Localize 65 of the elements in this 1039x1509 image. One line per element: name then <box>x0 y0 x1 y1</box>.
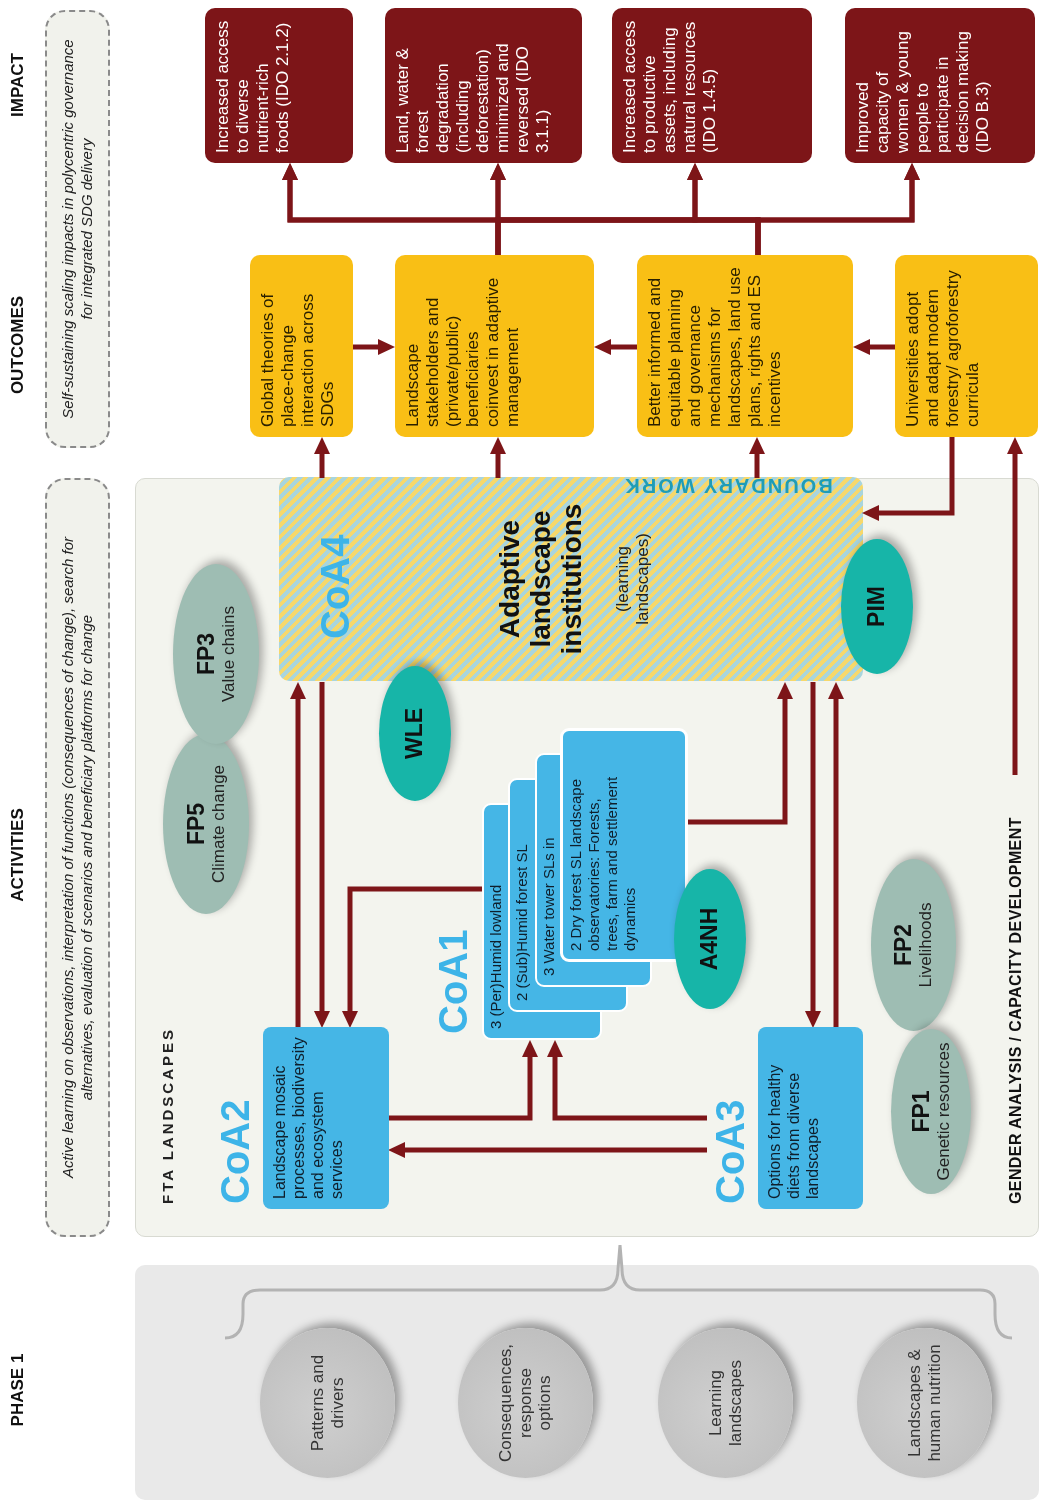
arrow <box>490 437 506 478</box>
outcome-box: Better informed and equitable planning and governance mechanisms for landscapes, land use plans, rights and ES incentives <box>637 255 853 437</box>
note-box: Active learning on observations, interpretation of functions (consequences of change), search for alternatives, evaluation of scenarios and beneficiary platforms for change <box>45 478 110 1237</box>
program-ellipse <box>674 869 746 1009</box>
arrow <box>594 339 637 355</box>
arrow <box>314 437 330 478</box>
column-heading: ACTIVITIES <box>8 808 28 902</box>
box-subtitle: (learning landscapes) <box>613 532 653 627</box>
arrow <box>547 1040 707 1121</box>
program-name: Genetic resources <box>933 1042 954 1181</box>
impact-box: Improved capacity of women & young people to participate in decision making (IDO B.3) <box>845 8 1035 163</box>
program-code: WLE <box>402 707 428 760</box>
arrow <box>749 437 765 478</box>
boundary-label: BOUNDARY WORK <box>623 476 833 496</box>
program-code: FP3 <box>193 632 219 676</box>
program-code: PIM <box>864 586 890 627</box>
program-ellipse <box>891 1029 971 1194</box>
arrow <box>828 682 844 1028</box>
coa-heading: CoA4 <box>313 534 358 639</box>
column-heading: PHASE 1 <box>8 1353 28 1427</box>
arrow <box>1007 437 1023 775</box>
panel-heading: FTA LANDSCAPES <box>159 1027 176 1204</box>
program-name: Livelihoods <box>916 902 936 988</box>
column-heading: OUTCOMES <box>8 295 28 395</box>
card-title: 3 (Per)Humid lowland <box>483 804 509 1039</box>
arrow <box>755 163 920 255</box>
coa-heading: CoA1 <box>431 929 475 1034</box>
hatched-box <box>279 477 863 681</box>
program-ellipse <box>379 666 451 801</box>
program-ellipse <box>871 859 956 1031</box>
program-name: Value chains <box>218 605 239 703</box>
outcome-box: Global theories of place-change interaction across SDGs <box>250 255 353 437</box>
card-title: 3 Water tower SLs in <box>536 754 561 986</box>
arrow <box>314 682 330 1028</box>
coa-heading: CoA3 <box>708 1099 752 1204</box>
card-title: 2 (Sub)Humid forest SL <box>509 779 536 1011</box>
column-heading: IMPACT <box>8 53 28 117</box>
arrow <box>353 339 395 355</box>
arrow <box>290 682 306 1028</box>
impact-box: Increased access to diverse nutrient-rich foods (IDO 2.1.2) <box>205 8 353 163</box>
activity-box: Landscape mosaic processes, biodiversity and ecosystem services <box>263 1027 389 1209</box>
program-ellipse <box>841 539 913 674</box>
cross-cutting-label: GENDER ANALYSIS / CAPACITY DEVELOPMENT <box>1005 774 1027 1204</box>
impact-box: Increased access to productive assets, including natural resources (IDO 1.4.5) <box>612 8 812 163</box>
observatory-card: 2 Dry forest SL landscape observatories: Forests, trees, farm and settlement dynamics <box>561 729 687 961</box>
activity-box: Options for healthy diets from diverse landscapes <box>758 1027 863 1209</box>
arrow <box>388 1142 707 1158</box>
arrow <box>805 682 821 1028</box>
coa-heading: CoA2 <box>213 1099 257 1204</box>
outcome-box: Landscape stakeholders and (private/public) beneficiaries coinvest in adaptive management <box>395 255 594 437</box>
landscape-panel <box>135 478 1039 1237</box>
arrow <box>862 437 955 521</box>
outcome-box: Universities adopt and adapt modern forestry/ agroforestry curricula <box>895 255 1038 437</box>
impact-box: Land, water & forest degradation (including deforestation) minimized and reversed (IDO 3.1.1) <box>385 8 582 163</box>
note-box: Self-sustaining scaling impacts in polycentric governance for integrated SDG delivery <box>45 10 110 448</box>
program-code: A4NH <box>697 907 723 971</box>
program-ellipse <box>173 564 259 744</box>
arrow <box>342 886 482 1028</box>
program-code: FP1 <box>908 1090 934 1133</box>
program-code: FP2 <box>891 923 917 967</box>
box-title: Adaptive landscape institutions <box>495 502 588 657</box>
program-name: Climate change <box>208 764 229 884</box>
program-code: FP5 <box>183 802 209 846</box>
arrow <box>853 339 895 355</box>
arrow <box>388 1040 538 1121</box>
